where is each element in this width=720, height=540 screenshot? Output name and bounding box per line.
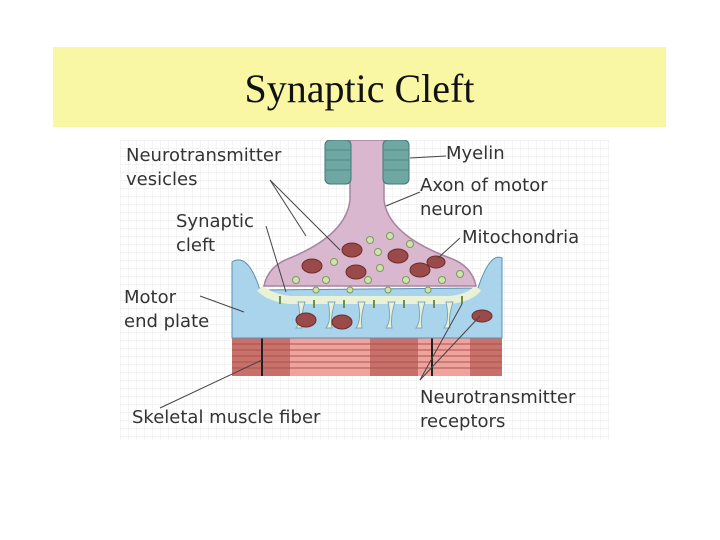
label-synaptic-cleft-line2: cleft (176, 235, 216, 256)
label-neurotransmitter-vesicles: Neurotransmitter vesicles (126, 144, 281, 192)
label-neurotransmitter-vesicles-line1: Neurotransmitter (126, 145, 282, 166)
label-axon-line2: neuron (420, 199, 484, 220)
label-axon: Axon of motor neuron (420, 174, 548, 222)
leader-lines (159, 155, 481, 409)
label-neurotransmitter-receptors-line2: receptors (420, 411, 506, 432)
title-bar: Synaptic Cleft (53, 47, 666, 127)
label-neurotransmitter-receptors-line1: Neurotransmitter (420, 387, 576, 408)
label-motor-end-plate-line2: end plate (124, 311, 210, 332)
label-neurotransmitter-receptors: Neurotransmitter receptors (420, 386, 575, 434)
myelin-sheath (324, 139, 410, 185)
label-neurotransmitter-vesicles-line2: vesicles (126, 169, 198, 190)
label-motor-end-plate: Motor end plate (124, 286, 209, 334)
slide-title: Synaptic Cleft (244, 66, 475, 111)
label-skeletal-muscle-fiber: Skeletal muscle fiber (132, 407, 321, 428)
label-axon-line1: Axon of motor (420, 175, 548, 196)
synapse-illustration (120, 139, 610, 440)
synapse-diagram: Neurotransmitter vesicles Myelin Axon of… (120, 139, 610, 440)
axon-terminal (263, 139, 477, 287)
label-mitochondria: Mitochondria (462, 227, 580, 248)
neurotransmitter-receptors (279, 296, 463, 308)
skeletal-muscle-fiber (232, 338, 502, 376)
junctional-folds (295, 301, 454, 329)
neurotransmitter-vesicles (292, 232, 464, 294)
label-motor-end-plate-line1: Motor (124, 287, 177, 308)
label-synaptic-cleft-line1: Synaptic (176, 211, 254, 232)
synaptic-cleft (257, 285, 482, 304)
label-myelin: Myelin (446, 143, 505, 164)
label-synaptic-cleft: Synaptic cleft (176, 210, 254, 258)
